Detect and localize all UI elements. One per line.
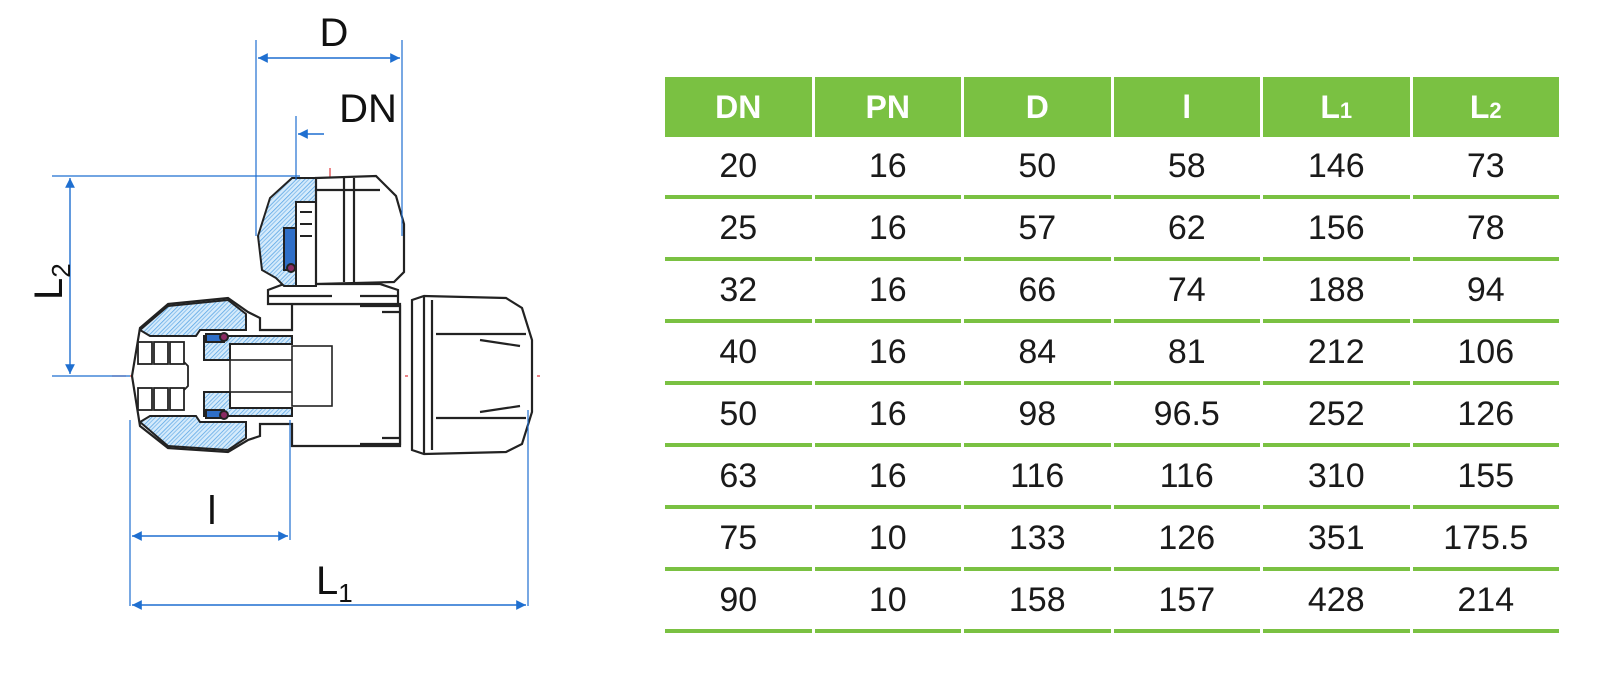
extension-lines — [52, 40, 529, 606]
dim-label-l: l — [208, 489, 217, 533]
header-sub: 1 — [1339, 97, 1353, 123]
dim-label-L2-base: L — [27, 278, 71, 300]
table-row: 90 10 158 157 428 214 — [665, 571, 1559, 633]
dim-label-L1-sub: 1 — [338, 578, 352, 608]
header-label: l — [1182, 88, 1192, 125]
table-cell: 32 — [665, 261, 812, 323]
table-cell: 78 — [1412, 199, 1559, 261]
right-nut — [410, 294, 534, 456]
header-label: L — [1469, 88, 1490, 125]
dim-label-L2-sub: 2 — [46, 263, 76, 277]
header-label: L — [1320, 88, 1340, 125]
table-cell: 175.5 — [1412, 509, 1559, 571]
top-nut-section — [256, 177, 317, 287]
table-cell: 146 — [1263, 137, 1410, 199]
table-cell: 73 — [1412, 137, 1559, 199]
header-label: DN — [715, 88, 762, 125]
table-head: DN PN D l L1 L2 — [665, 77, 1559, 137]
dim-label-DN: DN — [339, 87, 397, 131]
table-cell: 106 — [1412, 323, 1559, 385]
table-cell: 62 — [1113, 199, 1260, 261]
table-cell: 155 — [1412, 447, 1559, 509]
table-row: 20 16 50 58 146 73 — [665, 137, 1559, 199]
inner-bore — [229, 345, 333, 407]
table-cell: 133 — [964, 509, 1111, 571]
table-cell: 126 — [1113, 509, 1260, 571]
table-body: 20 16 50 58 146 73 25 16 57 62 156 78 32… — [665, 137, 1559, 633]
dim-label-D: D — [320, 11, 349, 55]
header-label: D — [1025, 88, 1049, 125]
table-cell: 20 — [665, 137, 812, 199]
table-row: 75 10 133 126 351 175.5 — [665, 509, 1559, 571]
table-cell: 96.5 — [1113, 385, 1260, 447]
table-row: 63 16 116 116 310 155 — [665, 447, 1559, 509]
table-cell: 16 — [814, 447, 961, 509]
table-cell: 75 — [665, 509, 812, 571]
table-cell: 126 — [1412, 385, 1559, 447]
tee-fitting-drawing: D DN L2 l L1 — [27, 11, 540, 610]
table-cell: 58 — [1113, 137, 1260, 199]
table-cell: 16 — [814, 323, 961, 385]
table-cell: 16 — [814, 261, 961, 323]
header-l1: L1 — [1263, 77, 1410, 137]
table-header-row: DN PN D l L1 L2 — [665, 77, 1559, 137]
dimension-lines — [65, 53, 526, 610]
table-cell: 74 — [1113, 261, 1260, 323]
table-cell: 116 — [1113, 447, 1260, 509]
header-l: l — [1113, 77, 1260, 137]
table-cell: 98 — [964, 385, 1111, 447]
left-nut-section — [138, 298, 293, 452]
table-cell: 10 — [814, 571, 961, 633]
table-cell: 351 — [1263, 509, 1410, 571]
left-grip-fingers — [137, 341, 189, 411]
table-cell: 25 — [665, 199, 812, 261]
dim-label-L2: L2 — [27, 263, 76, 300]
table-cell: 63 — [665, 447, 812, 509]
table-cell: 57 — [964, 199, 1111, 261]
table-cell: 310 — [1263, 447, 1410, 509]
dim-label-L1-base: L — [316, 559, 338, 603]
table-cell: 66 — [964, 261, 1111, 323]
table-cell: 212 — [1263, 323, 1410, 385]
header-pn: PN — [814, 77, 961, 137]
table-cell: 90 — [665, 571, 812, 633]
table-cell: 16 — [814, 137, 961, 199]
table-cell: 10 — [814, 509, 961, 571]
table-cell: 50 — [665, 385, 812, 447]
table-cell: 158 — [964, 571, 1111, 633]
table-cell: 94 — [1412, 261, 1559, 323]
table-cell: 116 — [964, 447, 1111, 509]
table-cell: 16 — [814, 199, 961, 261]
top-nut — [314, 174, 406, 286]
table-cell: 84 — [964, 323, 1111, 385]
dim-label-L1: L1 — [316, 559, 353, 608]
table-cell: 16 — [814, 385, 961, 447]
table-cell: 188 — [1263, 261, 1410, 323]
table-cell: 40 — [665, 323, 812, 385]
table-row: 25 16 57 62 156 78 — [665, 199, 1559, 261]
table-cell: 50 — [964, 137, 1111, 199]
table-row: 32 16 66 74 188 94 — [665, 261, 1559, 323]
table-cell: 156 — [1263, 199, 1410, 261]
table-cell: 252 — [1263, 385, 1410, 447]
table-row: 40 16 84 81 212 106 — [665, 323, 1559, 385]
table-cell: 157 — [1113, 571, 1260, 633]
header-label: PN — [865, 88, 910, 125]
header-sub: 2 — [1489, 97, 1502, 123]
header-d: D — [964, 77, 1111, 137]
table-cell: 81 — [1113, 323, 1260, 385]
table-cell: 428 — [1263, 571, 1410, 633]
header-l2: L2 — [1412, 77, 1559, 137]
table-cell: 214 — [1412, 571, 1559, 633]
table-row: 50 16 98 96.5 252 126 — [665, 385, 1559, 447]
dimension-table: DN PN D l L1 L2 20 16 50 58 146 73 25 16… — [662, 77, 1562, 633]
header-dn: DN — [665, 77, 812, 137]
